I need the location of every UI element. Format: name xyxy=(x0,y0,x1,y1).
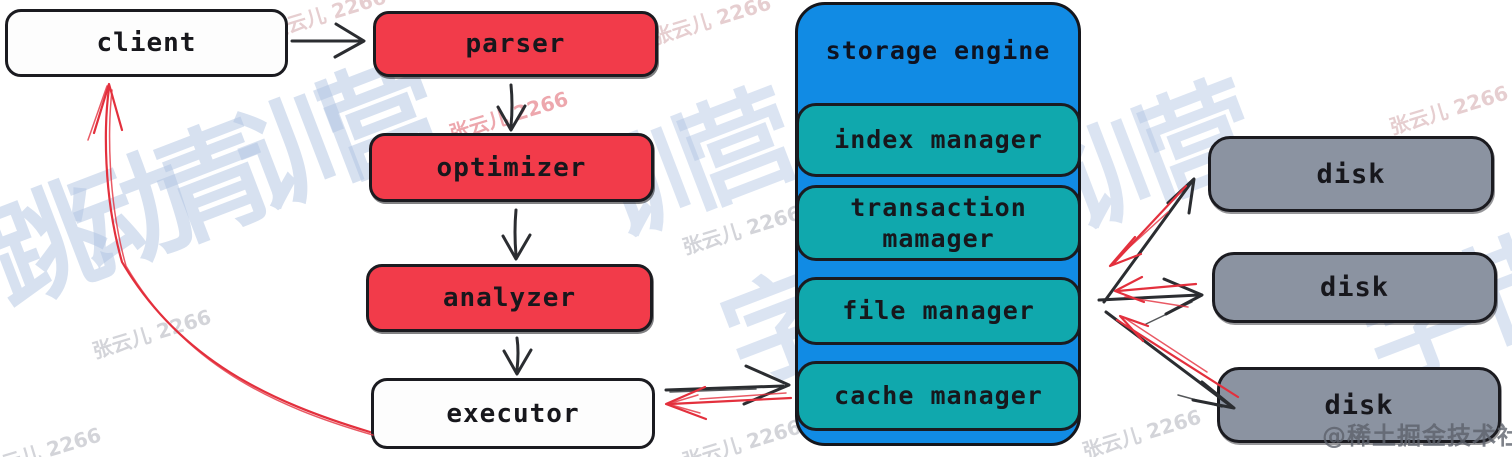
arrow-client-to-parser xyxy=(290,22,366,59)
node-client: client xyxy=(5,9,288,77)
node-disk-2: disk xyxy=(1212,252,1497,323)
node-transaction-manager: transaction mamager xyxy=(796,185,1081,261)
node-analyzer: analyzer xyxy=(366,264,653,332)
arrow-parser-to-optimizer xyxy=(496,83,527,132)
watermark-author: 张云儿 2266 xyxy=(679,414,804,457)
node-parser: parser xyxy=(373,11,658,77)
watermark-author: 张云儿 2266 xyxy=(1386,80,1511,140)
storage-engine-title: storage engine xyxy=(825,36,1051,65)
watermark-author: 张云儿 2266 xyxy=(679,200,804,260)
node-disk-1: disk xyxy=(1208,136,1494,212)
watermark-author: 张云儿 2266 xyxy=(649,0,774,50)
arrow-executor-to-client xyxy=(87,82,374,436)
arrow-disk2-to-storage xyxy=(1113,275,1198,308)
arrow-storage-to-disk3 xyxy=(1104,310,1236,410)
watermark-author: 张云儿 2266 xyxy=(1079,404,1204,457)
node-cache-manager: cache manager xyxy=(796,361,1081,431)
arrow-executor-to-storage xyxy=(664,364,791,406)
arrow-disk1-to-storage xyxy=(1108,184,1188,268)
node-executor: executor xyxy=(371,378,655,449)
arrow-optimizer-to-analyzer xyxy=(501,208,532,261)
node-file-manager: file manager xyxy=(796,277,1081,345)
node-index-manager: index manager xyxy=(796,103,1081,177)
arrow-storage-to-disk1 xyxy=(1102,177,1196,304)
arrow-storage-to-disk2 xyxy=(1097,277,1204,325)
arrow-analyzer-to-executor xyxy=(502,336,533,376)
node-disk-3: disk xyxy=(1217,367,1501,443)
arrow-storage-to-executor xyxy=(664,385,793,421)
watermark-author: 张云儿 2266 xyxy=(0,422,104,457)
node-optimizer: optimizer xyxy=(369,133,654,202)
watermark-author: 张云儿 2266 xyxy=(89,304,214,364)
